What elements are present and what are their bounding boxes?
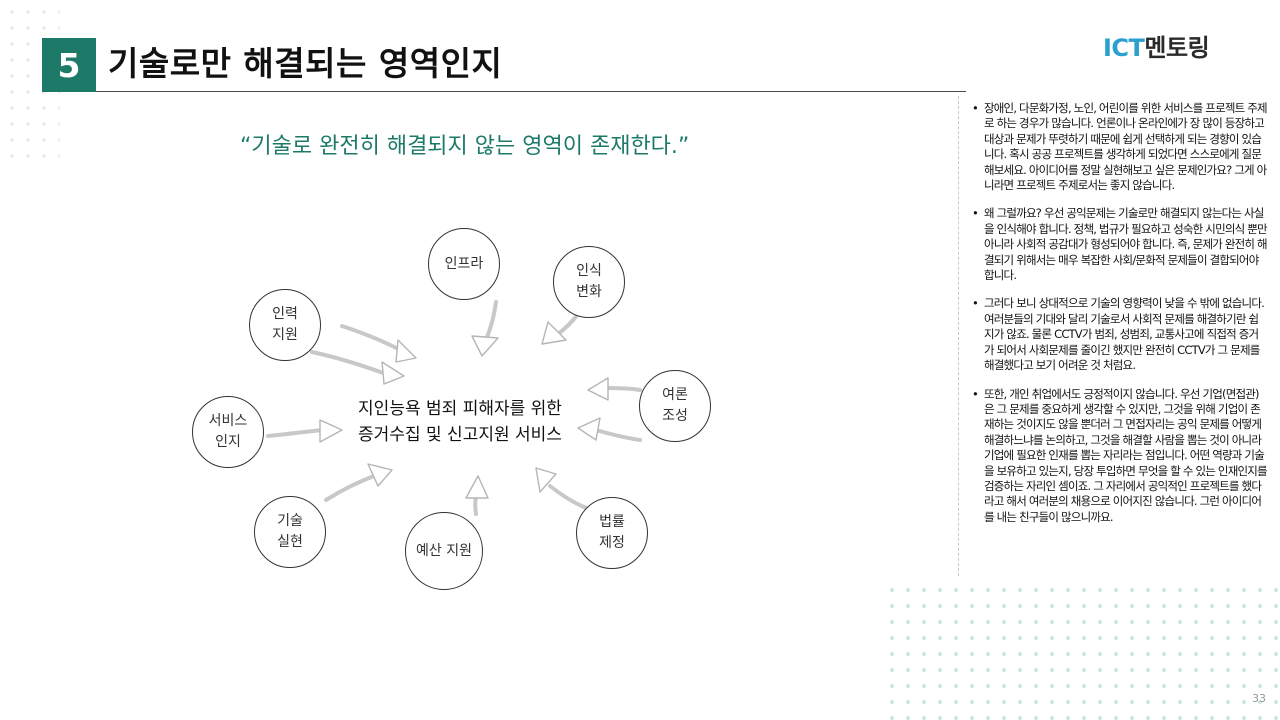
node-service-awareness: 서비스 인지 [192,396,264,468]
notes-list: 장애인, 다문화가정, 노인, 어린이를 위한 서비스를 프로젝트 주제로 하는… [970,101,1268,526]
quote-text: “기술로 완전히 해결되지 않는 영역이 존재한다.” [240,134,690,159]
node-perception-change-label: 인식 변화 [576,263,602,300]
arrowhead-law [535,467,557,493]
node-law-enactment-label: 법률 제정 [599,514,625,551]
arrow-manpower-2 [340,324,406,354]
arrowhead-manpower-1 [381,361,405,385]
title-divider [96,91,966,92]
speaker-notes: 장애인, 다문화가정, 노인, 어린이를 위한 서비스를 프로젝트 주제로 하는… [970,101,1268,538]
node-infra-label: 인프라 [444,255,484,272]
slide-title: 기술로만 해결되는 영역인지 [108,44,503,83]
arrowhead-opinion-1 [587,377,609,401]
arrowhead-infra [471,335,499,357]
node-manpower-support-label: 인력 지원 [272,306,298,343]
arrow-budget [473,494,478,516]
node-opinion-forming-label: 여론 조성 [662,387,688,424]
arrow-opinion-1 [604,386,642,392]
arrowhead-manpower-2 [395,339,417,363]
arrow-infra [484,300,498,342]
arrow-tech [324,474,376,502]
arrowhead-opinion-2 [577,417,601,441]
arrowhead-service [319,419,343,443]
node-tech-realization: 기술 실현 [254,496,326,568]
notes-item: 또한, 개인 취업에서도 긍정적이지 않습니다. 우선 기업(면접관)은 그 문… [970,387,1268,526]
notes-item: 장애인, 다문화가정, 노인, 어린이를 위한 서비스를 프로젝트 주제로 하는… [970,101,1268,193]
logo-ict-text: ICT [1103,34,1145,62]
node-perception-change: 인식 변화 [553,246,625,318]
node-law-enactment: 법률 제정 [576,497,648,569]
node-opinion-forming: 여론 조성 [639,370,711,442]
section-number-badge: 5 [42,38,96,92]
decorative-dots-bottom-right [880,578,1280,720]
diagram-center-label: 지인능욕 범죄 피해자를 위한 증거수집 및 신고지원 서비스 [358,399,562,445]
arrow-perception [556,312,580,336]
arrowhead-tech [367,463,393,487]
notes-divider [958,96,959,576]
node-infra: 인프라 [428,228,500,300]
arrow-law [548,484,588,510]
arrow-manpower-1 [310,350,388,376]
arrowhead-perception [541,321,567,345]
node-budget-support-label: 예산 지원 [416,542,472,559]
concept-diagram: 인프라 인식 변화 인력 지원 여론 조성 서비스 인지 기술 실현 예산 지원… [192,228,711,590]
notes-item: 왜 그럴까요? 우선 공익문제는 기술로만 해결되지 않는다는 사실을 인식해야… [970,206,1268,283]
arrowhead-budget [465,475,489,499]
node-tech-realization-label: 기술 실현 [277,513,303,550]
node-service-awareness-label: 서비스 인지 [208,413,248,450]
node-budget-support: 예산 지원 [405,512,483,590]
logo-mentoring-text: 멘토링 [1144,34,1210,62]
page-number: 33 [1252,692,1266,705]
node-manpower-support: 인력 지원 [249,289,321,361]
diagram-arrows [266,300,642,516]
arrow-opinion-2 [594,428,642,442]
notes-item: 그러다 보니 상대적으로 기술의 영향력이 낮을 수 밖에 없습니다. 여러분들… [970,296,1267,373]
ict-mentoring-logo: ICT멘토링 [1103,28,1210,63]
arrow-service [266,428,324,438]
